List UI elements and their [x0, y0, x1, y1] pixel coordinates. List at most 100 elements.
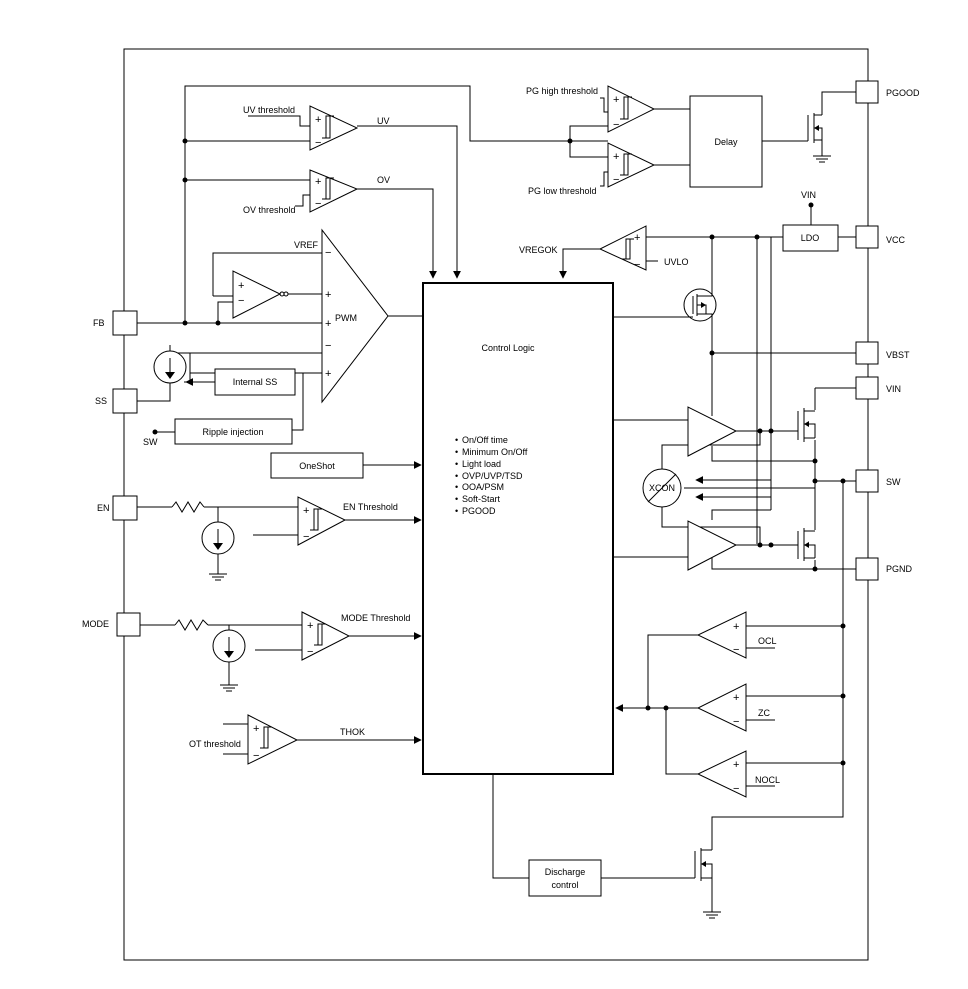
svg-text:•: •: [455, 506, 458, 516]
en-comparator: + −: [297, 496, 347, 546]
feature-item: Minimum On/Off: [462, 447, 528, 457]
ov-threshold-label: OV threshold: [243, 205, 296, 215]
svg-text:VBST: VBST: [886, 350, 910, 360]
discharge-mosfet: [694, 848, 713, 881]
svg-text:SW: SW: [886, 477, 901, 487]
mode-comparator: + −: [301, 611, 351, 661]
internal-ss-block: Internal SS: [214, 368, 296, 396]
high-side-mosfet: [797, 408, 816, 442]
zc-label: ZC: [758, 708, 770, 718]
svg-text:OneShot: OneShot: [299, 461, 335, 471]
thok-label: THOK: [340, 727, 365, 737]
ov-label: OV: [377, 175, 390, 185]
svg-text:EN: EN: [97, 503, 110, 513]
pin-ss: SS: [95, 388, 138, 414]
junction-dots: [152, 138, 846, 766]
svg-text:−: −: [238, 295, 244, 307]
svg-text:+: +: [315, 114, 321, 126]
svg-text:•: •: [455, 447, 458, 457]
svg-text:PGOOD: PGOOD: [886, 88, 920, 98]
nocl-label: NOCL: [755, 775, 780, 785]
en-threshold-label: EN Threshold: [343, 502, 398, 512]
feature-item: PGOOD: [462, 506, 496, 516]
ground-icon: [813, 155, 831, 163]
buffer-amplifier: + −: [232, 270, 289, 319]
pin-vcc: VCC: [855, 225, 906, 249]
control-logic-block: Control Logic: [422, 282, 614, 775]
ov-comparator: + −: [309, 169, 359, 213]
en-resistor: [171, 501, 205, 513]
ripple-injection-block: Ripple injection: [174, 418, 293, 445]
low-side-mosfet: [797, 528, 816, 561]
low-side-driver: [687, 520, 738, 571]
svg-text:MODE: MODE: [82, 619, 109, 629]
ot-threshold-label: OT threshold: [189, 739, 241, 749]
svg-text:+: +: [613, 151, 619, 163]
svg-text:control: control: [551, 880, 578, 890]
vref-label: VREF: [294, 240, 319, 250]
pin-pgood: PGOOD: [855, 80, 920, 104]
svg-text:−: −: [253, 750, 259, 762]
svg-text:Delay: Delay: [714, 137, 738, 147]
svg-text:•: •: [455, 471, 458, 481]
svg-text:+: +: [613, 94, 619, 106]
svg-text:FB: FB: [93, 318, 105, 328]
mode-resistor: [174, 619, 209, 631]
high-side-driver: [687, 406, 738, 457]
svg-text:−: −: [307, 646, 313, 658]
svg-text:+: +: [315, 176, 321, 188]
delay-block: Delay: [689, 95, 763, 188]
xcon-block: XCON: [642, 468, 682, 508]
svg-text:+: +: [238, 280, 244, 292]
svg-text:−: −: [303, 531, 309, 543]
control-features-list: • On/Off time • Minimum On/Off • Light l…: [455, 435, 528, 516]
svg-text:•: •: [455, 459, 458, 469]
svg-text:•: •: [455, 494, 458, 504]
svg-text:−: −: [733, 783, 739, 795]
uv-comparator: + −: [309, 105, 359, 151]
svg-text:+: +: [325, 368, 331, 380]
discharge-control-block: Discharge control: [528, 859, 602, 897]
pin-sw: SW: [855, 469, 901, 493]
svg-text:−: −: [315, 198, 321, 210]
feature-item: Light load: [462, 459, 501, 469]
ss-current-source: [153, 350, 187, 384]
svg-text:PGND: PGND: [886, 564, 913, 574]
vin-top-label: VIN: [801, 190, 816, 200]
svg-text:Discharge: Discharge: [545, 867, 586, 877]
svg-text:−: −: [315, 137, 321, 149]
svg-text:+: +: [307, 620, 313, 632]
pin-vin: VIN: [855, 376, 901, 400]
pg-low-threshold-label: PG low threshold: [528, 186, 597, 196]
feature-item: Soft-Start: [462, 494, 501, 504]
ground-icon: [209, 573, 227, 581]
svg-text:−: −: [325, 247, 331, 259]
zc-comparator: + −: [696, 683, 747, 732]
mode-threshold-label: MODE Threshold: [341, 613, 410, 623]
feature-item: OVP/UVP/TSD: [462, 471, 523, 481]
pg-high-comparator: + −: [607, 85, 656, 133]
svg-text:Ripple injection: Ripple injection: [202, 427, 263, 437]
svg-text:+: +: [733, 621, 739, 633]
ldo-block: LDO: [782, 224, 839, 252]
pwm-label: PWM: [335, 313, 357, 323]
pin-pgnd: PGND: [855, 557, 913, 581]
svg-text:+: +: [733, 692, 739, 704]
sw-input-label: SW: [143, 437, 158, 447]
svg-text:−: −: [613, 119, 619, 131]
oneshot-block: OneShot: [270, 452, 364, 479]
uvlo-label: UVLO: [664, 257, 689, 267]
ot-comparator: + −: [247, 714, 299, 765]
svg-text:−: −: [733, 716, 739, 728]
svg-text:−: −: [613, 174, 619, 186]
svg-text:•: •: [455, 435, 458, 445]
ocl-label: OCL: [758, 636, 777, 646]
pg-low-comparator: + −: [607, 142, 656, 188]
uv-label: UV: [377, 116, 390, 126]
svg-text:VCC: VCC: [886, 235, 906, 245]
svg-text:Internal SS: Internal SS: [233, 377, 278, 387]
uvlo-comparator: + −: [598, 225, 647, 271]
pin-vbst: VBST: [855, 341, 910, 365]
svg-text:LDO: LDO: [801, 233, 820, 243]
